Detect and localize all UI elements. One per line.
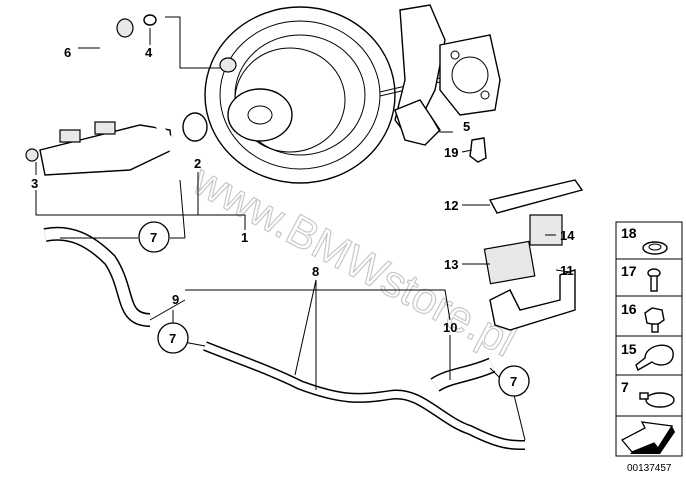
callout-1: 1 — [241, 230, 248, 245]
callout-8: 8 — [312, 264, 319, 279]
side-item-16[interactable]: 16 — [621, 301, 665, 333]
callout-3: 3 — [31, 176, 38, 191]
brake-booster[interactable] — [204, 6, 441, 184]
grommet-13[interactable] — [483, 240, 536, 285]
svg-text:18: 18 — [621, 225, 637, 241]
callout-5: 5 — [463, 119, 470, 134]
svg-text:16: 16 — [621, 301, 637, 317]
side-item-17[interactable]: 17 — [621, 263, 661, 292]
svg-text:7: 7 — [621, 379, 629, 395]
leader-lines — [35, 16, 571, 441]
side-panel: 18 17 16 15 7 — [615, 221, 683, 457]
svg-text:7: 7 — [169, 331, 176, 346]
cover[interactable] — [488, 179, 584, 214]
grommet[interactable] — [143, 14, 157, 26]
callout-7-c: 7 — [498, 365, 530, 397]
callout-12: 12 — [444, 198, 458, 213]
check-valve[interactable] — [116, 18, 134, 38]
arrow-icon — [620, 421, 675, 454]
callout-2: 2 — [194, 156, 201, 171]
vacuum-pipe[interactable] — [203, 342, 526, 449]
vacuum-hose[interactable] — [43, 228, 151, 326]
svg-text:15: 15 — [621, 341, 637, 357]
master-cylinder[interactable] — [25, 121, 173, 176]
callout-10: 10 — [443, 320, 457, 335]
callout-14: 14 — [560, 228, 575, 243]
connecting-hose[interactable] — [431, 359, 495, 391]
svg-text:17: 17 — [621, 263, 637, 279]
callout-4: 4 — [145, 45, 153, 60]
clip[interactable] — [469, 137, 487, 163]
side-item-7[interactable]: 7 — [621, 379, 675, 408]
gasket[interactable] — [439, 34, 501, 116]
diagram-id: 00137457 — [627, 463, 672, 474]
callout-11: 11 — [560, 263, 574, 278]
side-item-15[interactable]: 15 — [621, 341, 674, 372]
vacuum-hose-check-valve[interactable] — [95, 25, 183, 181]
svg-text:7: 7 — [150, 230, 157, 245]
callout-19: 19 — [444, 145, 458, 160]
callout-6: 6 — [64, 45, 71, 60]
watermark: www.BMWstore.pl — [184, 155, 523, 366]
callout-7-a: 7 — [138, 221, 170, 253]
svg-text:7: 7 — [510, 374, 517, 389]
holder[interactable] — [489, 269, 576, 331]
callout-13: 13 — [444, 257, 458, 272]
grommet-14[interactable] — [529, 214, 563, 246]
callout-9: 9 — [172, 292, 179, 307]
pedal-bracket[interactable] — [394, 4, 446, 146]
callout-7-b: 7 — [157, 322, 189, 354]
side-item-18[interactable]: 18 — [621, 225, 668, 255]
seal-ring[interactable] — [182, 112, 208, 142]
